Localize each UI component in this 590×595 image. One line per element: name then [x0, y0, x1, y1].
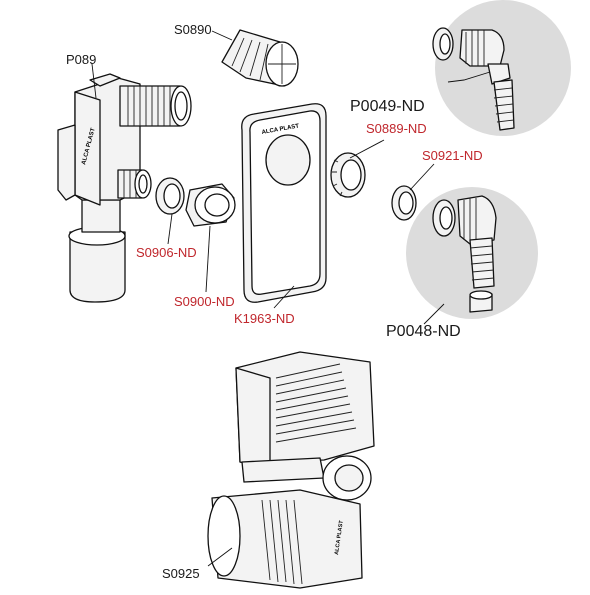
label-p0049: P0049-ND [350, 98, 425, 115]
cover-plate-k1963: ALCA PLAST [241, 103, 327, 303]
label-k1963: K1963-ND [234, 311, 295, 326]
leader-s0889 [349, 139, 385, 159]
label-s0925: S0925 [162, 566, 200, 581]
plug-s0890 [221, 29, 299, 87]
label-s0906: S0906-ND [136, 245, 197, 260]
label-s0921: S0921-ND [422, 148, 483, 163]
nozzle-p0048 [432, 195, 497, 313]
leader-s0900 [205, 225, 211, 293]
wall-body-p089: ALCA PLAST [57, 73, 192, 303]
label-s0890: S0890 [174, 22, 212, 37]
nozzle-p0049 [432, 27, 515, 131]
cap-s0900 [185, 183, 236, 227]
leader-s0921 [409, 163, 435, 191]
leader-k1963 [273, 285, 295, 309]
leader-s0906 [167, 213, 173, 245]
label-p0048: P0048-ND [386, 323, 461, 340]
label-s0889: S0889-ND [366, 121, 427, 136]
label-s0900: S0900-ND [174, 294, 235, 309]
leader-p0049 [447, 71, 491, 83]
trap-side-text: ALCA PLAST [334, 520, 345, 556]
leader-p089 [91, 63, 97, 99]
ring-s0921 [391, 185, 417, 221]
leader-s0890 [211, 30, 233, 41]
trap-container-s0925: ALCA PLAST [207, 351, 375, 589]
washer-s0906 [155, 177, 185, 215]
leader-p0048 [423, 303, 445, 325]
label-p089: P089 [66, 52, 96, 67]
leader-s0925 [207, 547, 233, 567]
nut-s0889 [330, 152, 366, 198]
